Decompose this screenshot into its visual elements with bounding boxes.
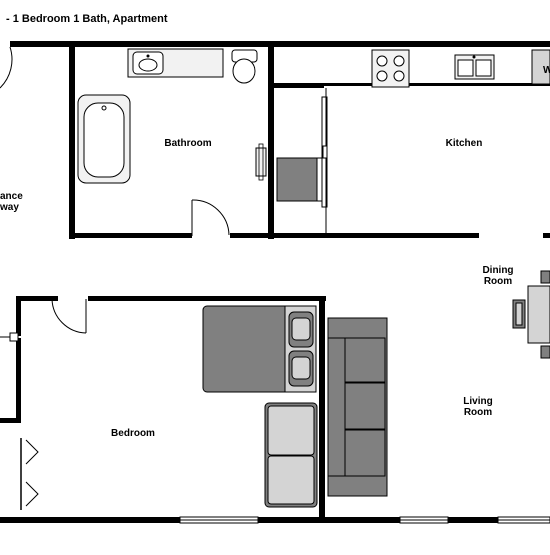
burner-icon	[393, 55, 405, 67]
dining-label-line1: Dining	[482, 265, 513, 276]
wall-bottom-b	[258, 517, 400, 523]
wall-bed-left-a	[16, 296, 21, 336]
kitchen-fixtures: W	[276, 49, 550, 233]
dining-chair	[540, 270, 550, 284]
washer	[531, 49, 550, 85]
sofa	[327, 317, 388, 497]
wall-bed-top-a	[16, 296, 58, 301]
wall-bottom-a	[0, 517, 180, 523]
bed	[202, 305, 317, 393]
toilet-bowl-icon	[232, 58, 256, 84]
bathtub-basin	[83, 102, 125, 178]
sofa-cushion	[344, 337, 386, 383]
dresser	[264, 402, 318, 508]
doors	[0, 46, 230, 510]
kitchen-counter-edge	[274, 83, 550, 86]
wall-kitchen-bottom	[274, 233, 479, 238]
bed-door-swing	[51, 298, 87, 334]
walls	[0, 41, 550, 523]
burner-icon	[376, 55, 388, 67]
bath-door-swing	[191, 199, 230, 236]
dining-label-line2: Room	[484, 276, 512, 287]
entrance-label-line1: ance	[0, 191, 23, 202]
bedroom-outlet	[9, 332, 19, 342]
wall-bath-bottom-a	[69, 233, 192, 238]
wall-bed-left-b	[16, 338, 21, 418]
bathroom-fixtures	[77, 48, 267, 184]
closet-door-a	[25, 439, 39, 465]
room-labels: ance way Bathroom Kitchen Dining Room Li…	[0, 138, 514, 439]
windows	[179, 516, 550, 524]
entrance-label-line2: way	[0, 202, 19, 213]
burner-icon	[376, 70, 388, 82]
bath-wall-cabinet	[255, 147, 267, 177]
living-label-line1: Living	[463, 396, 492, 407]
wall-bath-right	[268, 44, 274, 239]
burner-icon	[393, 70, 405, 82]
plan-title: - 1 Bedroom 1 Bath, Apartment	[6, 13, 168, 25]
washer-label: W	[543, 65, 550, 76]
dining-table	[527, 285, 550, 344]
stove	[371, 49, 410, 88]
closet-top	[274, 85, 324, 88]
wall-closet-top	[0, 418, 21, 423]
entrance-door-swing	[0, 46, 13, 89]
wall-bed-right	[319, 296, 325, 522]
closet-door-b	[25, 481, 39, 507]
wall-kitchen-bottom-end	[543, 233, 550, 238]
bathroom-label: Bathroom	[164, 138, 211, 149]
wall-bath-bottom-b	[230, 233, 274, 238]
wall-bed-top-b	[88, 296, 326, 301]
bedroom-label: Bedroom	[111, 428, 155, 439]
living-label-line2: Room	[464, 407, 492, 418]
kitchen-label: Kitchen	[446, 138, 483, 149]
sofa-cushion	[344, 429, 386, 477]
dining-chair	[540, 345, 550, 359]
wall-top	[10, 41, 550, 47]
wall-bath-left	[69, 44, 75, 239]
dryer	[276, 157, 318, 202]
dining-set	[512, 270, 550, 359]
sink-basin-icon	[138, 58, 158, 72]
sofa-cushion	[344, 382, 386, 430]
wall-bottom-c	[448, 517, 498, 523]
